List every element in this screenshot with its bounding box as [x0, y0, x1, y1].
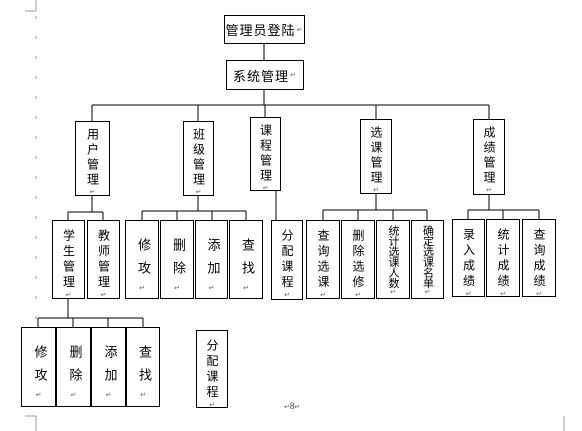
- node-user-assign-course[interactable]: 分配课程↵: [196, 330, 228, 413]
- paragraph-mark: ↵: [464, 290, 473, 302]
- node-class-find[interactable]: 查找↵: [229, 220, 263, 302]
- paragraph-mark: ↵: [354, 291, 362, 303]
- node-label: 系统管理: [233, 69, 290, 85]
- node-label: 删除选修: [351, 229, 365, 291]
- paragraph-mark: ↵: [485, 186, 493, 197]
- node-grade-management[interactable]: 成绩管理↵: [473, 119, 505, 197]
- node-selection-confirm[interactable]: 确定选课名单↵: [411, 220, 444, 299]
- node-course-management[interactable]: 课程管理↵: [250, 117, 281, 195]
- node-course-assign[interactable]: 分配课程↵: [271, 220, 303, 303]
- node-label: 确定选课名单: [421, 225, 435, 288]
- paragraph-mark: ↵: [104, 391, 113, 409]
- node-label: 查询成绩: [532, 228, 546, 290]
- node-label: 删除: [66, 345, 82, 391]
- node-label: 添加: [101, 345, 117, 391]
- node-user-delete[interactable]: 删除↵: [56, 327, 91, 409]
- paragraph-mark: ↵: [261, 184, 270, 195]
- paragraph-mark: ↵: [88, 188, 97, 199]
- node-label: 添加: [204, 238, 220, 284]
- node-label: 用户管理: [85, 128, 100, 188]
- node-admin-login[interactable]: 管理员登陆↵: [224, 15, 305, 44]
- node-user-find[interactable]: 查找↵: [126, 327, 160, 409]
- paragraph-mark: ↵: [99, 291, 108, 303]
- node-label: 课程管理: [258, 124, 273, 184]
- node-selection-management[interactable]: 选课管理↵: [360, 119, 392, 197]
- paragraph-mark: ↵: [242, 284, 250, 302]
- node-label: 录入成绩: [461, 228, 476, 290]
- node-selection-delete[interactable]: 删除选修↵: [341, 220, 375, 303]
- node-label: 学生管理: [61, 229, 76, 291]
- node-selection-query[interactable]: 查询选课↵: [306, 220, 340, 303]
- page-number-value: 8: [289, 401, 295, 411]
- paragraph-mark: ↵: [372, 186, 380, 197]
- node-label: 删除: [170, 238, 185, 284]
- paragraph-mark: ↵: [69, 391, 78, 409]
- node-system-management[interactable]: 系统管理↵: [226, 60, 304, 90]
- node-label: 查询选课: [316, 229, 330, 291]
- paragraph-mark: ↵: [319, 291, 327, 303]
- node-label: 成绩管理: [482, 126, 496, 186]
- node-class-add[interactable]: 添加↵: [195, 220, 228, 302]
- paragraph-mark: ↵: [499, 290, 507, 302]
- paragraph-mark: ↵: [290, 71, 297, 79]
- paragraph-mark: ↵: [207, 284, 216, 302]
- node-class-edit[interactable]: 修攻↵: [125, 220, 159, 302]
- node-label: 查找: [136, 345, 151, 391]
- paragraph-mark: ↵: [194, 188, 203, 199]
- node-label: 统计成绩: [496, 228, 510, 290]
- node-teacher-management[interactable]: 教师管理↵: [87, 220, 120, 303]
- node-class-management[interactable]: 班级管理↵: [183, 121, 214, 199]
- paragraph-mark: ↵: [296, 25, 304, 34]
- node-class-delete[interactable]: 删除↵: [160, 220, 194, 302]
- node-label: 修攻: [31, 345, 47, 391]
- paragraph-mark: ↵: [294, 403, 301, 411]
- node-selection-count[interactable]: 统计选课人数↵: [376, 220, 410, 299]
- node-grade-statistics[interactable]: 统计成绩↵: [486, 219, 520, 302]
- node-label: 班级管理: [191, 128, 206, 188]
- node-user-management[interactable]: 用户管理↵: [75, 121, 110, 199]
- node-label: 查找: [239, 238, 254, 284]
- node-label: 统计选课人数: [387, 225, 400, 288]
- page-number: ↵8↵: [284, 401, 300, 411]
- paragraph-mark: ↵: [138, 284, 146, 302]
- node-user-add[interactable]: 添加↵: [91, 327, 126, 409]
- node-label: 教师管理: [96, 229, 111, 291]
- node-label: 管理员登陆: [225, 24, 296, 39]
- node-label: 分配课程: [280, 229, 294, 291]
- paragraph-mark: ↵: [139, 391, 147, 409]
- paragraph-mark: ↵: [64, 291, 73, 303]
- node-grade-query[interactable]: 查询成绩↵: [522, 219, 556, 302]
- node-user-edit[interactable]: 修攻↵: [21, 327, 56, 409]
- paragraph-mark: ↵: [173, 284, 181, 302]
- node-label: 修攻: [135, 238, 150, 284]
- node-student-management[interactable]: 学生管理↵: [52, 220, 85, 303]
- paragraph-mark: ↵: [389, 288, 397, 296]
- paragraph-mark: ↵: [208, 401, 216, 413]
- paragraph-mark: ↵: [284, 403, 290, 411]
- paragraph-mark: ↵: [34, 391, 43, 409]
- paragraph-mark: ↵: [535, 290, 543, 302]
- paragraph-mark: ↵: [423, 288, 432, 296]
- paragraph-mark: ↵: [283, 291, 291, 303]
- node-label: 分配课程: [205, 339, 219, 401]
- node-grade-enter[interactable]: 录入成绩↵: [452, 219, 485, 302]
- node-label: 选课管理: [369, 126, 383, 186]
